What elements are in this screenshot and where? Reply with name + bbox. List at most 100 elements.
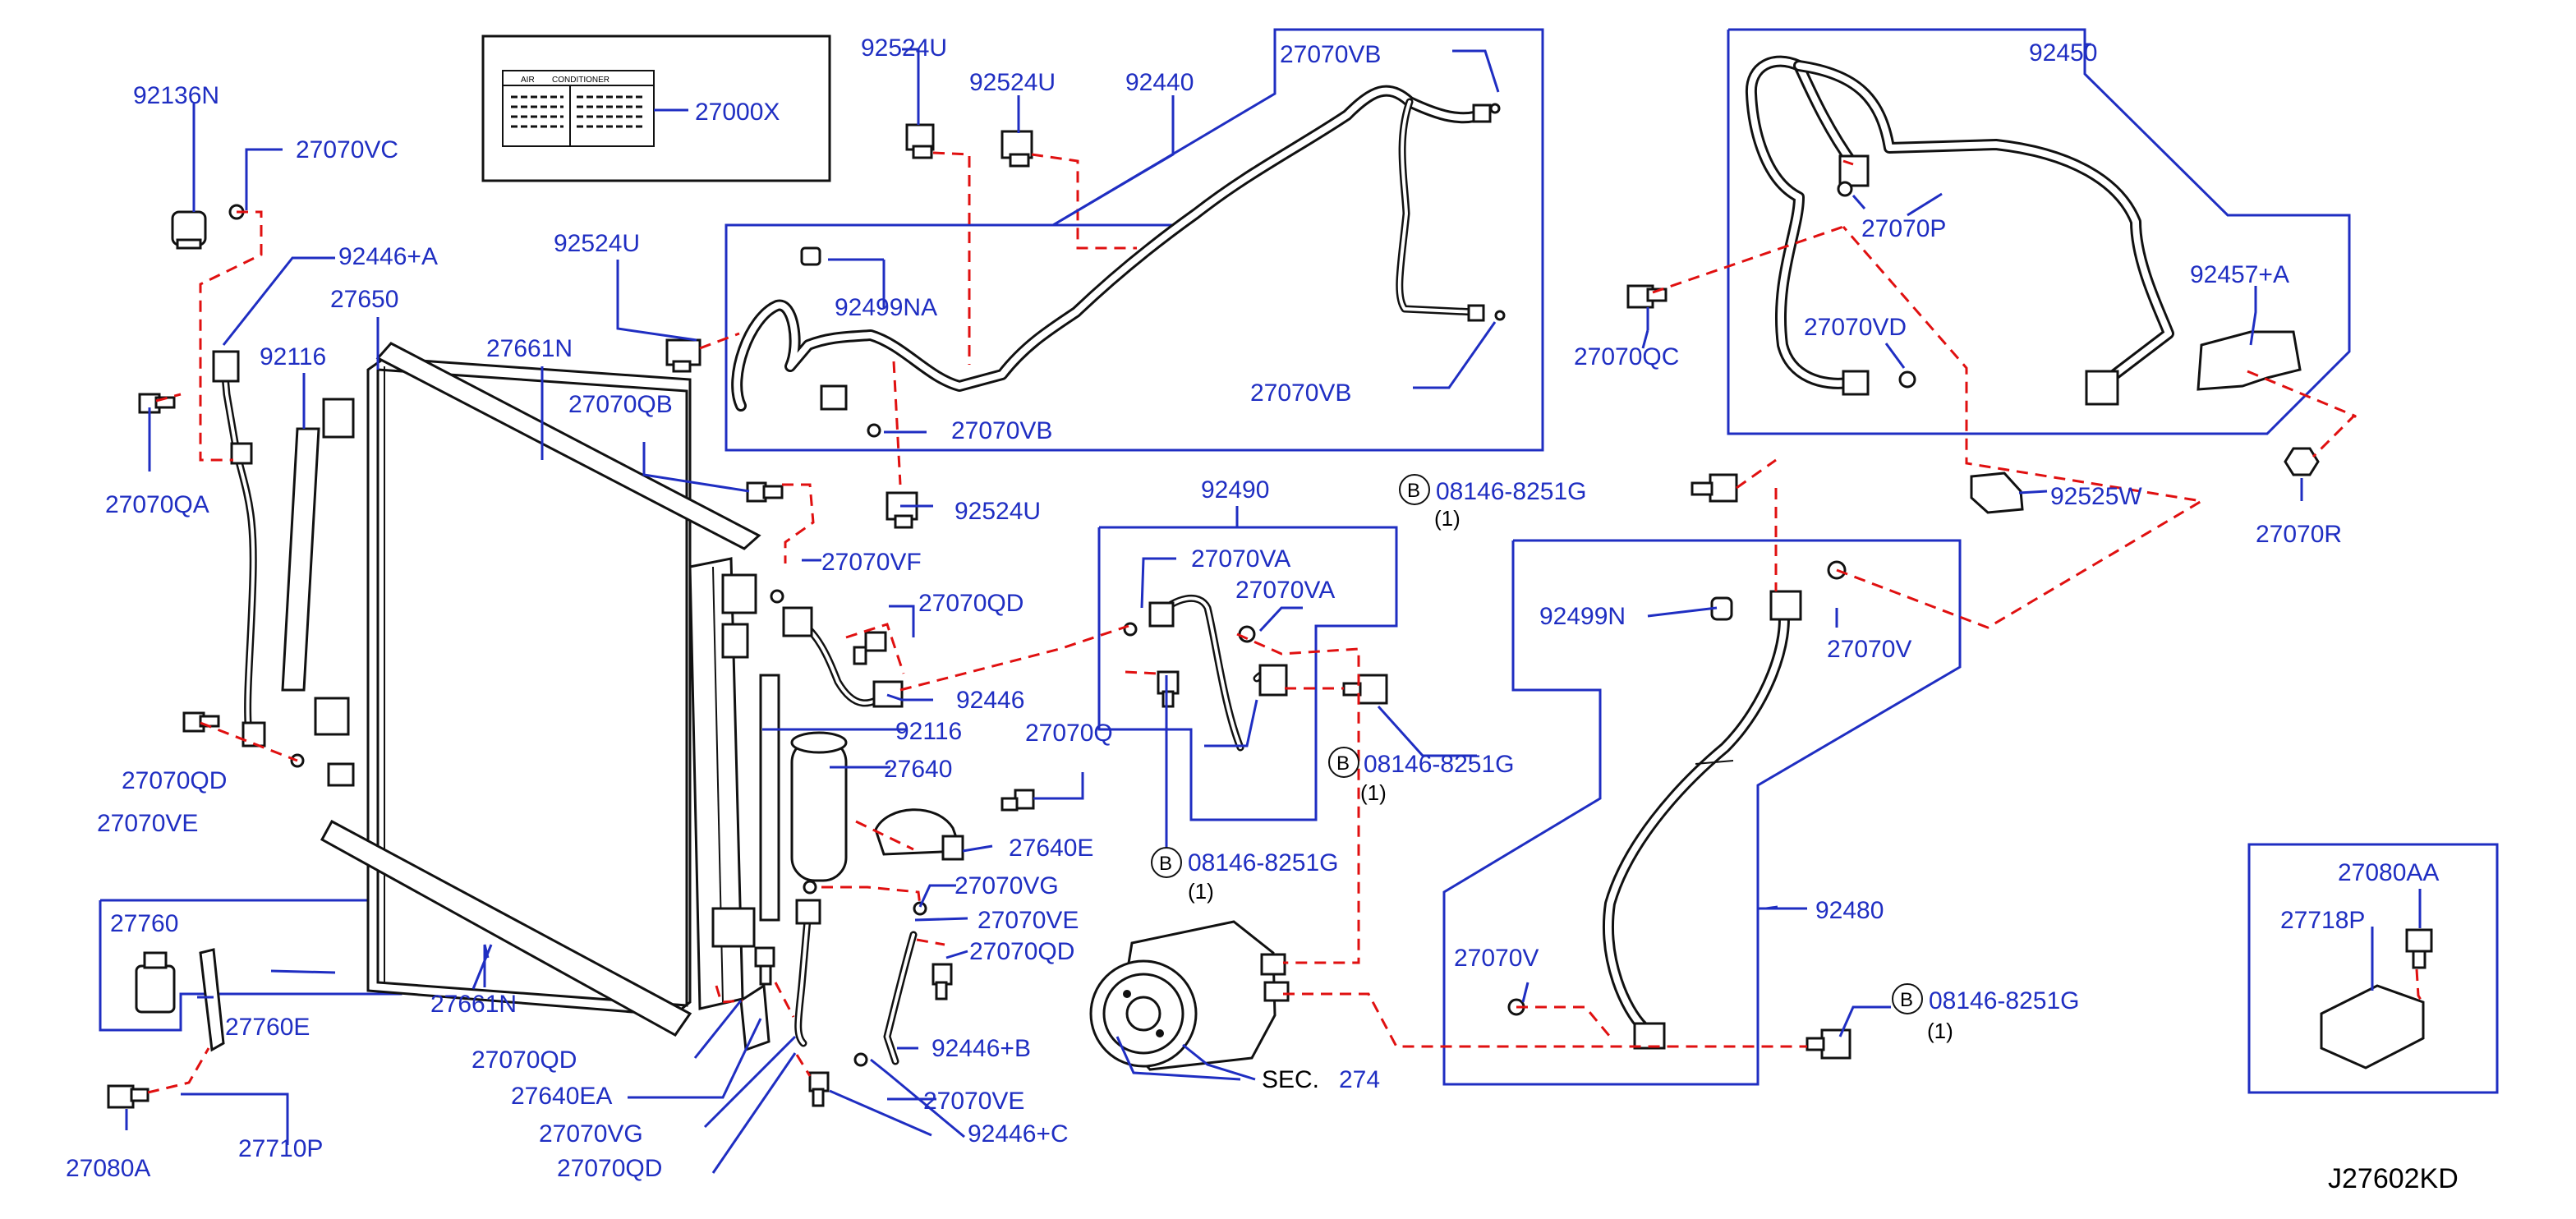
qty-08146-92480: (1) (1927, 1019, 1953, 1043)
label-plate-frame (481, 34, 831, 182)
label-27080A: 27080A (66, 1155, 150, 1182)
compressor (1089, 920, 1290, 1071)
label-27070VB-top: 27070VB (1280, 41, 1381, 68)
label-92525W: 92525W (2050, 483, 2142, 510)
label-92490: 92490 (1201, 476, 1269, 504)
bolt-callout-left: B 08146-8251G (1) (1151, 847, 1339, 904)
label-27070P: 27070P (1861, 215, 1946, 242)
clip-92524U-bottom (886, 491, 918, 529)
bolt-08146-top (1690, 473, 1738, 503)
label-27070VC: 27070VC (296, 136, 398, 163)
bolt-27070QB (746, 481, 784, 503)
sec-prefix: SEC. (1262, 1066, 1319, 1093)
bracket-27760E (199, 948, 225, 1052)
label-92480: 92480 (1815, 897, 1884, 924)
pipe-92446-plus-C (794, 899, 821, 1047)
circled-b-letter: B (1407, 480, 1420, 502)
bolt-callout-top: B 08146-8251G (1) (1399, 474, 1587, 531)
label-92116-right: 92116 (895, 718, 962, 745)
label-27070QD-bottom: 27070QD (472, 1046, 577, 1074)
bolt-08146-left (1157, 670, 1180, 708)
label-92440: 92440 (1125, 69, 1194, 96)
bolt-callout-92480: B 08146-8251G (1) (1892, 983, 2080, 1043)
label-27070QA: 27070QA (105, 491, 209, 518)
clip-92524U-left (665, 338, 702, 373)
label-92524U-top2: 92524U (969, 69, 1056, 96)
label-27650: 27650 (330, 286, 398, 313)
pipe-92446-plus-B (883, 931, 918, 1065)
pipe-92440 (731, 85, 1492, 412)
bolt-27070QD-mid (932, 963, 953, 1000)
label-27000X: 27000X (695, 99, 780, 126)
label-92446B: 92446+B (932, 1035, 1031, 1062)
bolt-callouts: B 08146-8251G (1) B 08146-8251G (1) B 08… (1151, 474, 2080, 1043)
label-27070VE-mid: 27070VE (978, 907, 1079, 934)
side-seal-92116-right (759, 674, 780, 922)
bolt-callout-92490: B 08146-8251G (1) (1328, 747, 1515, 805)
label-27760: 27760 (110, 910, 178, 937)
pipe-92446-plus-A (212, 350, 266, 748)
label-27070VA-left: 27070VA (1191, 545, 1290, 573)
qty-08146-92490: (1) (1360, 780, 1387, 805)
label-27070VB-right: 27070VB (1250, 380, 1351, 407)
label-92524U-bottom: 92524U (954, 498, 1041, 525)
bolt-27070QD-low (808, 1071, 830, 1107)
label-92524U-top1: 92524U (861, 34, 947, 62)
cap-92499NA (800, 246, 821, 266)
label-92450: 92450 (2029, 39, 2097, 67)
label-27710P: 27710P (238, 1135, 323, 1162)
label-08146-92490: 08146-8251G (1364, 751, 1515, 778)
label-08146-left: 08146-8251G (1188, 849, 1339, 876)
clip-92524U-top2 (1000, 130, 1033, 168)
o-rings (228, 103, 1916, 1067)
label-27070VA-right: 27070VA (1235, 577, 1335, 604)
drier-bracket-27640EA (739, 983, 770, 1052)
label-92457A: 92457+A (2190, 261, 2289, 288)
circled-b-letter: B (1159, 853, 1172, 875)
circled-b-letter: B (1900, 989, 1913, 1011)
label-92446A: 92446+A (338, 243, 438, 270)
section-reference: SEC. 274 (1262, 1066, 1380, 1093)
condenser-27650 (314, 342, 761, 1037)
diagram-code: J27602KD (2328, 1163, 2459, 1194)
label-27070QD-upper: 27070QD (918, 590, 1024, 617)
bolt-27070QA (138, 393, 176, 414)
clip-92525W (1970, 472, 2024, 514)
label-08146-92480: 08146-8251G (1929, 987, 2080, 1014)
label-27718P: 27718P (2280, 907, 2365, 934)
label-27640E: 27640E (1009, 835, 1093, 862)
clip-92524U-top1 (905, 123, 935, 159)
bolt-27080AA (2405, 928, 2433, 969)
label-27070QD-low: 27070QD (557, 1155, 662, 1182)
frame-27080AA (2247, 843, 2499, 1094)
label-plate-27000X: AIR CONDITIONER (502, 70, 688, 147)
bolt-27070QC (1626, 284, 1668, 309)
plate-title-left: AIR (521, 76, 535, 85)
pipe-92490 (1148, 594, 1288, 752)
dashed-leaders (147, 151, 2425, 1094)
frame-92480 (1442, 539, 1962, 1086)
label-27070VF: 27070VF (821, 549, 922, 576)
label-92499N: 92499N (1539, 603, 1626, 630)
label-27070V-right: 27070V (1827, 636, 1911, 663)
bolt-08146-92490 (1342, 674, 1388, 705)
side-seal-92116-left (281, 427, 320, 692)
label-08146-top: 08146-8251G (1436, 478, 1587, 505)
label-27070QB: 27070QB (568, 391, 673, 418)
drier-bracket-27640E (874, 808, 964, 861)
frame-92490 (1097, 526, 1398, 821)
sensor-27760 (135, 951, 176, 1014)
pipe-92446 (782, 606, 904, 708)
label-27760E: 27760E (225, 1014, 310, 1041)
sec-number: 274 (1339, 1066, 1380, 1093)
label-27661N-bottom: 27661N (430, 991, 517, 1018)
hose-92480 (1603, 590, 1802, 1050)
label-92524U-left: 92524U (554, 230, 640, 257)
bolt-27070QD-upper (853, 631, 887, 665)
label-27661N-top: 27661N (486, 335, 573, 362)
label-27070VD: 27070VD (1804, 314, 1907, 341)
label-92136N: 92136N (133, 82, 219, 109)
label-27070VE-low: 27070VE (923, 1088, 1024, 1115)
label-27070V-low: 27070V (1454, 945, 1539, 972)
